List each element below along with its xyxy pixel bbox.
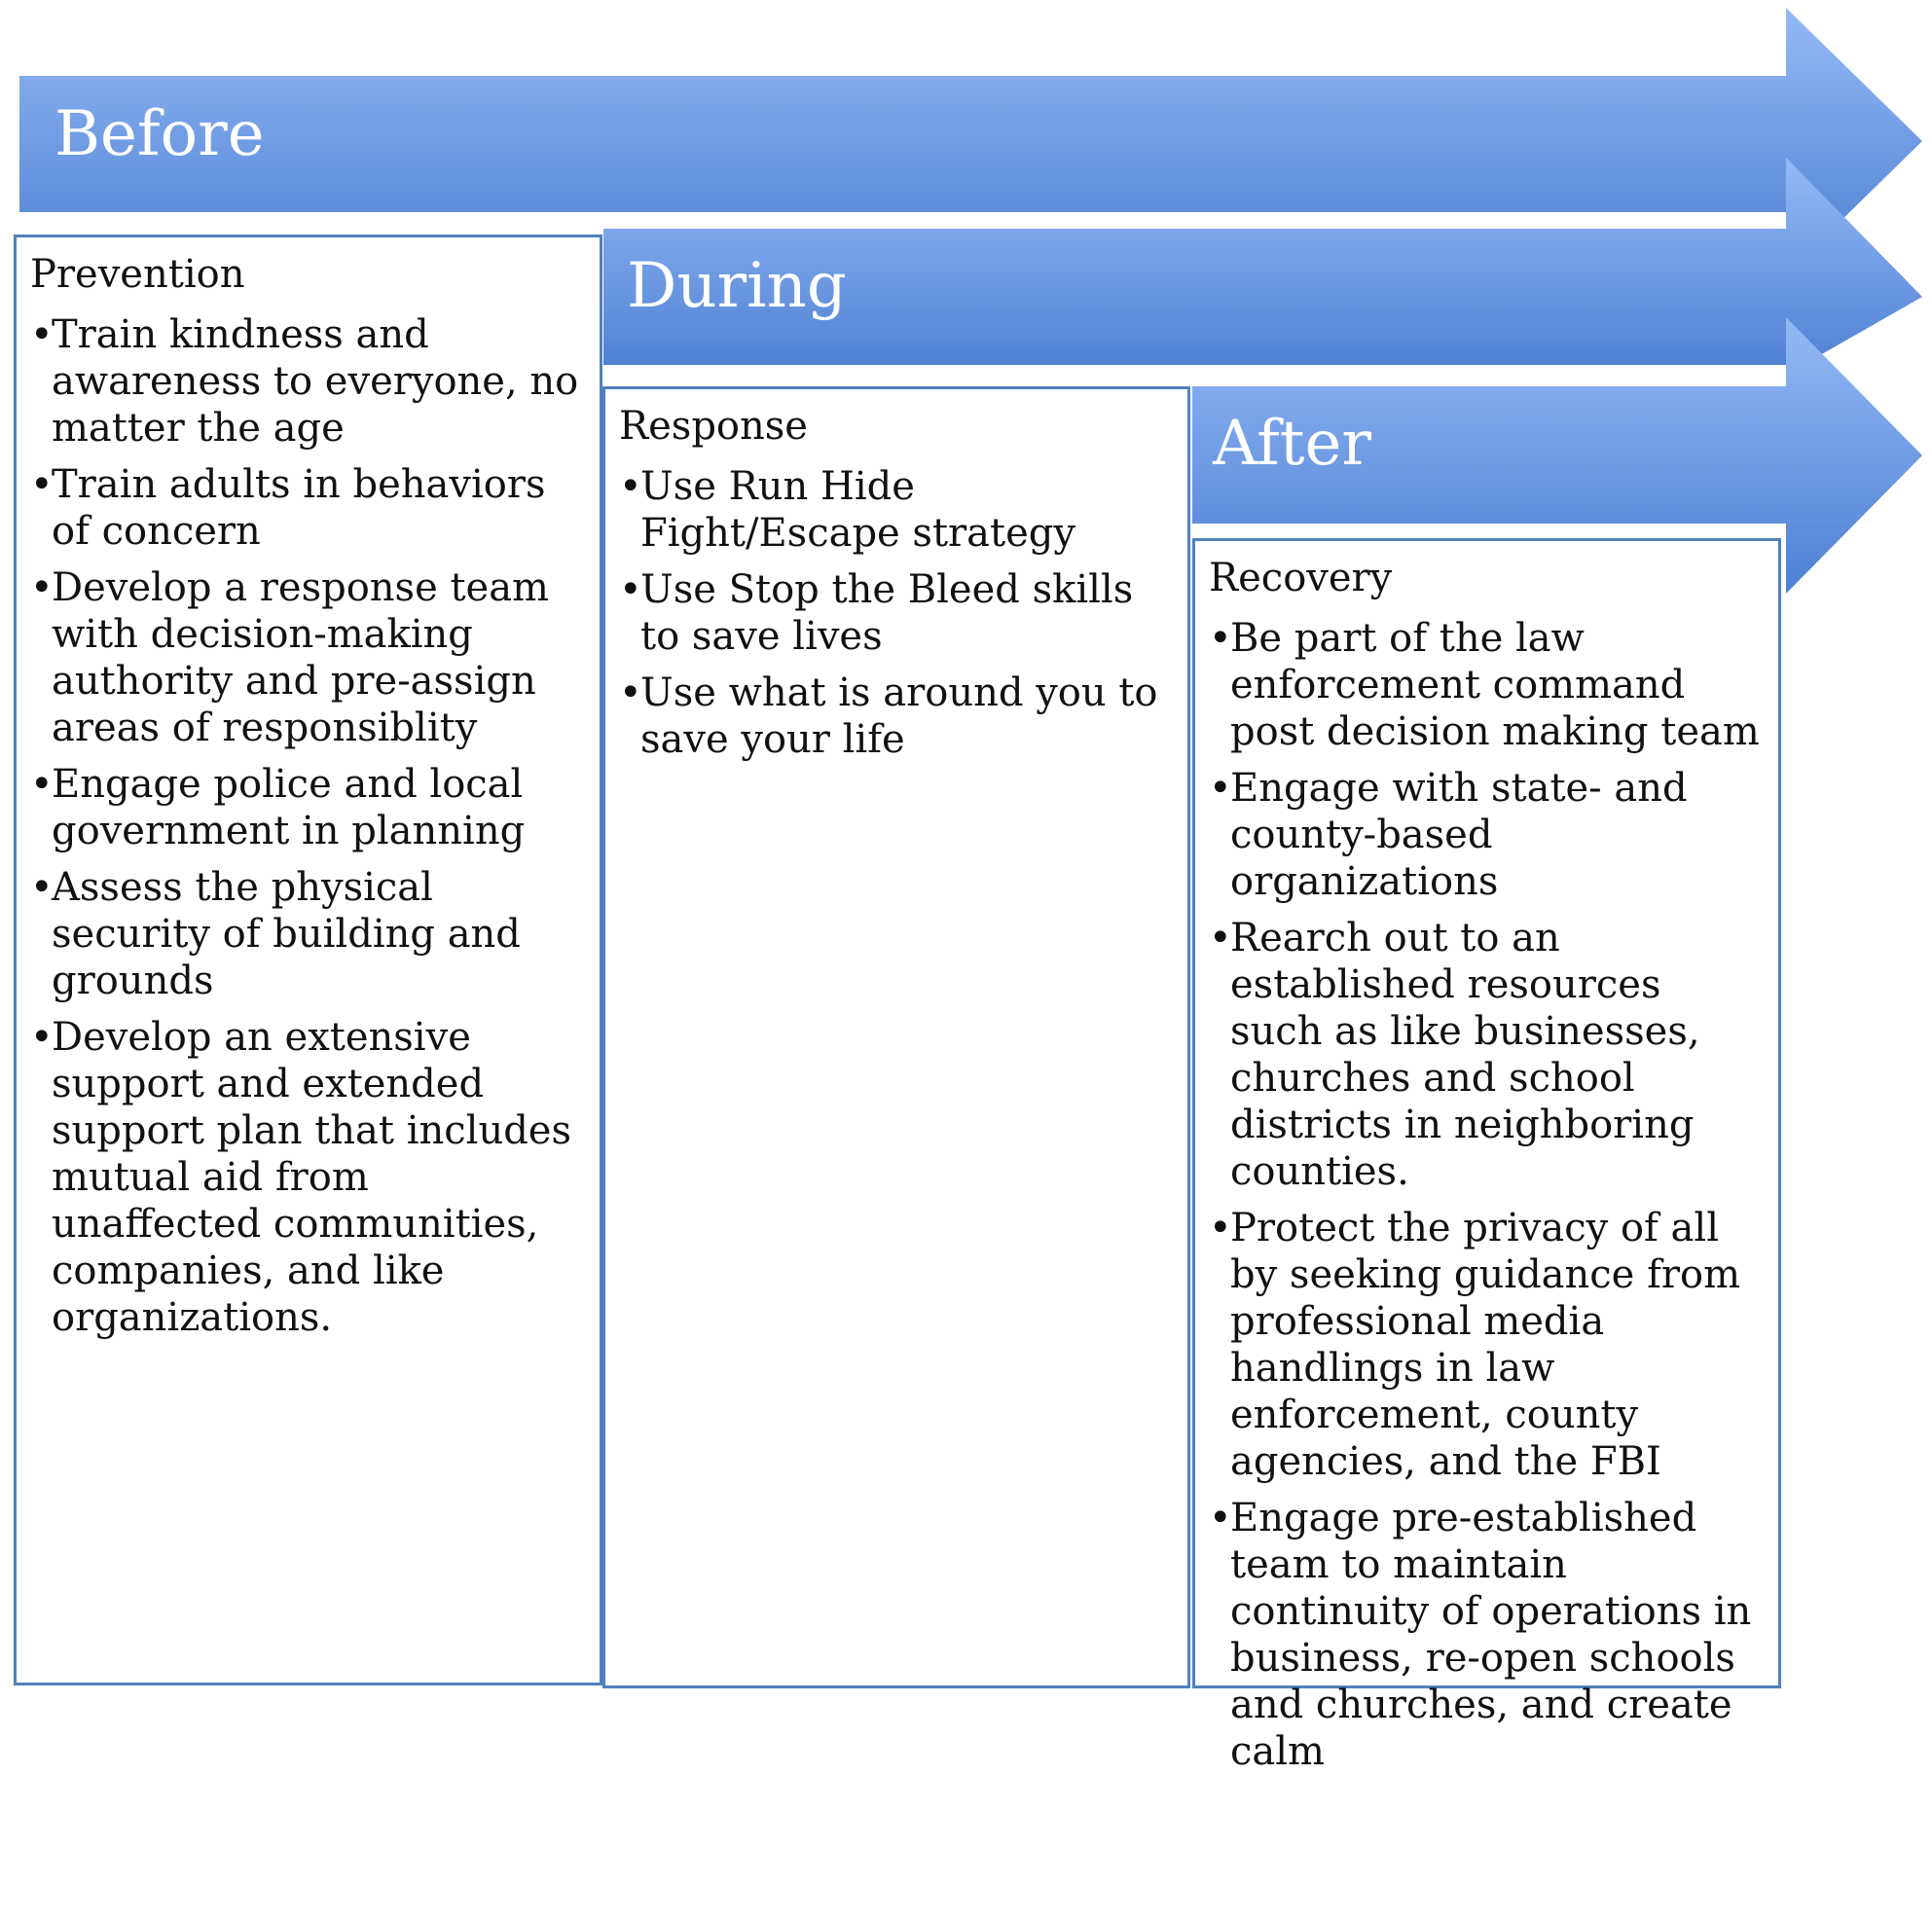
bullet-icon: • xyxy=(1209,766,1232,811)
bullet-icon: • xyxy=(30,312,54,357)
panel-title: Prevention xyxy=(30,252,245,297)
bullet-icon: • xyxy=(619,670,642,715)
list-item-text: Train adults in behaviors of concern xyxy=(52,462,546,554)
list-item: •Engage with state- and county-based org… xyxy=(1209,765,1765,905)
list-item: •Protect the privacy of all by seeking g… xyxy=(1209,1205,1765,1485)
bullet-icon: • xyxy=(619,464,642,509)
list-item: •Train kindness and awareness to everyon… xyxy=(30,311,586,452)
after-arrow xyxy=(1192,317,1922,594)
response-list: •Use Run Hide Fight/Escape strategy•Use … xyxy=(619,463,1174,763)
list-item-text: Use Stop the Bleed skills to save lives xyxy=(640,567,1134,659)
bullet-icon: • xyxy=(30,865,54,910)
panel-title: Recovery xyxy=(1209,556,1393,600)
list-item: •Engage police and local government in p… xyxy=(30,761,586,854)
after-label: After xyxy=(1213,408,1371,480)
before-arrow xyxy=(19,8,1922,253)
during-label: During xyxy=(627,250,847,322)
panel-title: Response xyxy=(619,404,808,449)
list-item: •Assess the physical security of buildin… xyxy=(30,864,586,1004)
list-item-text: Use what is around you to save your life xyxy=(640,670,1158,762)
bullet-icon: • xyxy=(30,762,54,807)
during-arrow xyxy=(603,158,1922,375)
bullet-icon: • xyxy=(30,462,54,507)
list-item-text: Engage with state- and county-based orga… xyxy=(1230,766,1688,904)
list-item: •Use Stop the Bleed skills to save lives xyxy=(619,566,1174,660)
bullet-icon: • xyxy=(1209,1496,1232,1540)
recovery-list: •Be part of the law enforcement command … xyxy=(1209,615,1765,1775)
list-item-text: Be part of the law enforcement command p… xyxy=(1230,616,1760,754)
list-item-text: Protect the privacy of all by seeking gu… xyxy=(1230,1206,1741,1484)
list-item: •Develop a response team with decision-m… xyxy=(30,564,586,751)
list-item: •Develop an extensive support and extend… xyxy=(30,1014,586,1341)
bullet-icon: • xyxy=(1209,616,1232,661)
list-item-text: Rearch out to an established resources s… xyxy=(1230,916,1700,1194)
prevention-list: •Train kindness and awareness to everyon… xyxy=(30,311,586,1341)
bullet-icon: • xyxy=(1209,1206,1232,1250)
list-item-text: Develop an extensive support and extende… xyxy=(52,1015,572,1340)
bullet-icon: • xyxy=(30,1015,54,1060)
list-item: •Engage pre-established team to maintain… xyxy=(1209,1495,1765,1775)
list-item-text: Develop a response team with decision-ma… xyxy=(52,565,549,750)
list-item-text: Train kindness and awareness to everyone… xyxy=(52,312,579,451)
list-item: •Use what is around you to save your lif… xyxy=(619,670,1174,763)
bullet-icon: • xyxy=(1209,916,1232,960)
bullet-icon: • xyxy=(619,567,642,612)
bullet-icon: • xyxy=(30,565,54,610)
prevention-panel: Prevention •Train kindness and awareness… xyxy=(14,235,602,1685)
list-item: •Train adults in behaviors of concern xyxy=(30,461,586,555)
list-item: •Rearch out to an established resources … xyxy=(1209,915,1765,1195)
recovery-panel: Recovery •Be part of the law enforcement… xyxy=(1192,538,1781,1774)
before-label: Before xyxy=(55,98,265,170)
list-item-text: Engage pre-established team to maintain … xyxy=(1230,1496,1752,1774)
list-item-text: Assess the physical security of building… xyxy=(52,865,521,1003)
list-item: •Use Run Hide Fight/Escape strategy xyxy=(619,463,1174,557)
response-panel: Response •Use Run Hide Fight/Escape stra… xyxy=(602,386,1190,1688)
list-item-text: Engage police and local government in pl… xyxy=(52,762,526,853)
list-item: •Be part of the law enforcement command … xyxy=(1209,615,1765,755)
list-item-text: Use Run Hide Fight/Escape strategy xyxy=(640,464,1075,556)
